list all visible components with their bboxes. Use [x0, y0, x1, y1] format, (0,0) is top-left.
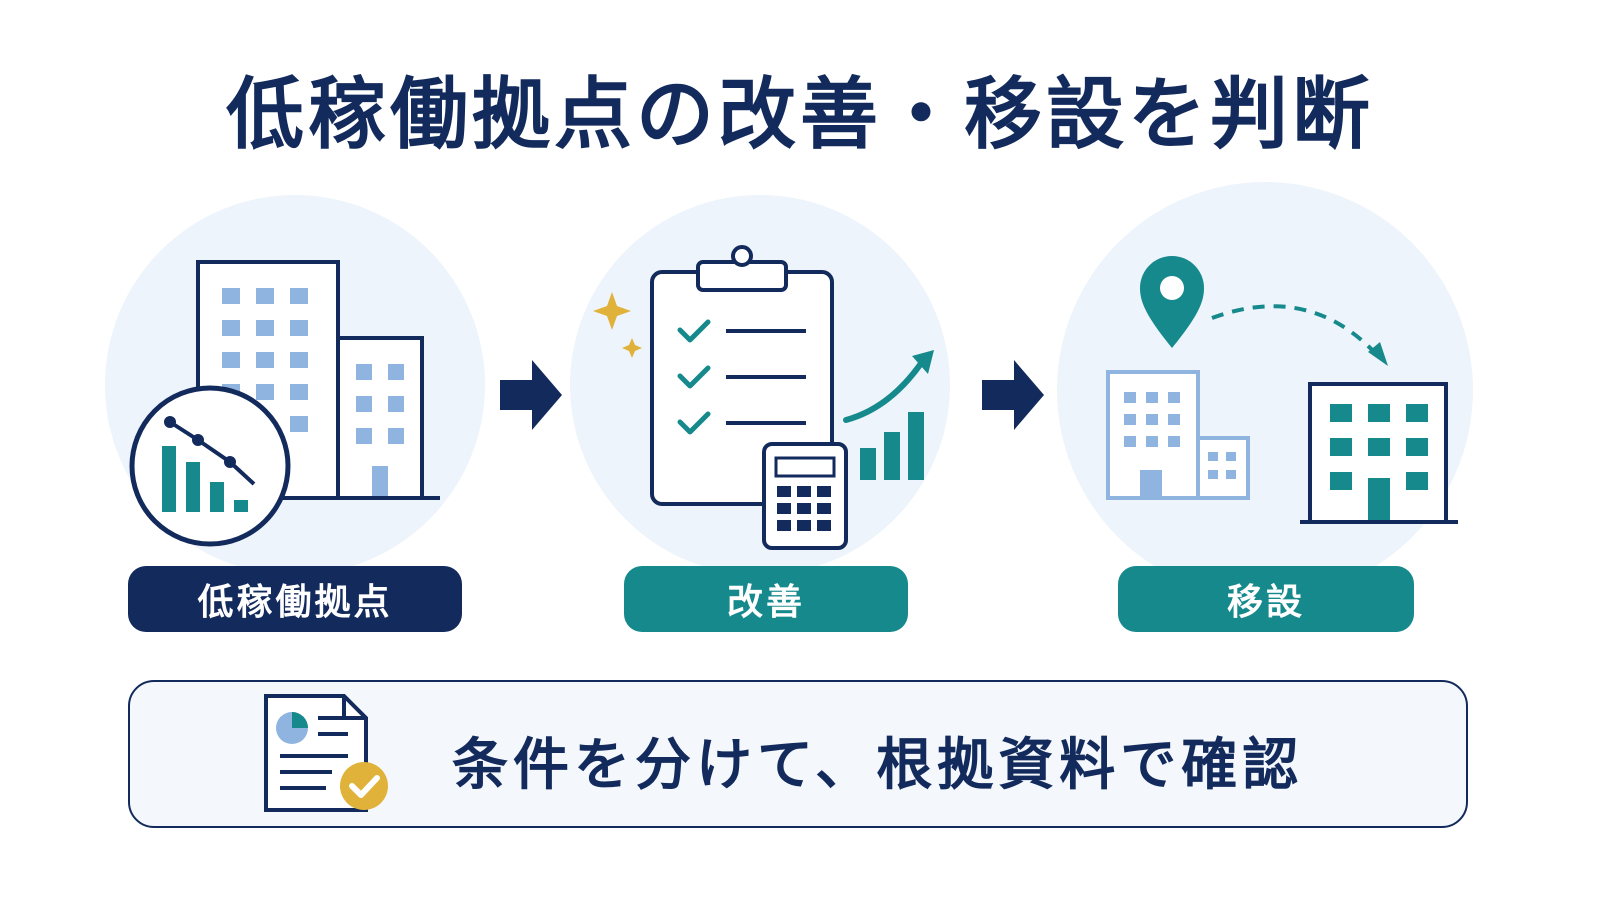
arrow-right-icon [982, 360, 1044, 430]
note-text: 条件を分けて、根拠資料で確認 [452, 733, 1304, 798]
declining-buildings-icon [129, 260, 440, 547]
step-label-low-utilization: 低稼働拠点 [128, 566, 462, 632]
relocation-pin-buildings-icon [1106, 256, 1458, 524]
page-title: 低稼働拠点の改善・移設を判断 [225, 70, 1374, 160]
step-label-improve: 改善 [624, 566, 908, 632]
clipboard-calculator-growth-icon [593, 245, 934, 550]
document-check-icon [264, 694, 388, 812]
step-label-relocate: 移設 [1118, 566, 1414, 632]
arrow-right-icon [500, 360, 562, 430]
